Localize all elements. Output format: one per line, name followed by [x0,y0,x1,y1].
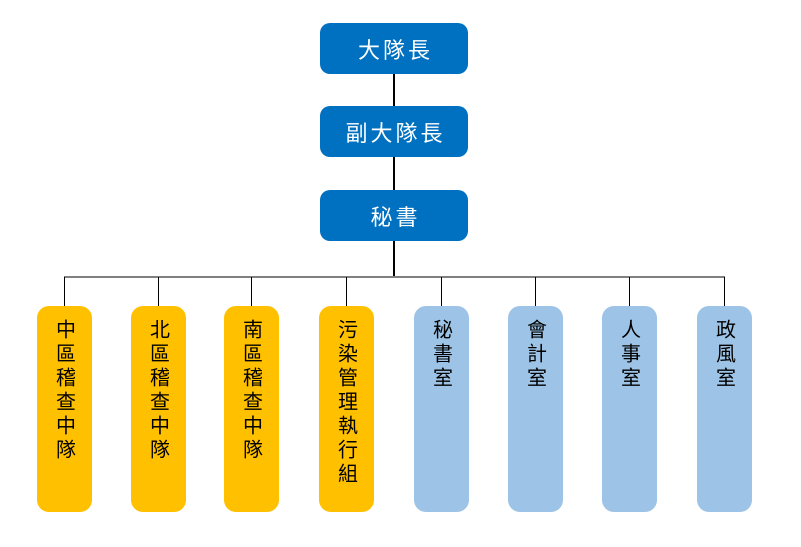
org-node-secretary: 秘書 [320,190,468,241]
org-node-pollution-management-execution-group: 污染管理執行組 [319,306,374,512]
org-node-accounting-office-label: 會計室 [523,319,548,391]
connector-captain-deputy-line [393,74,395,106]
org-node-central-inspection-squad-label: 中區稽查中隊 [52,319,77,463]
org-node-central-inspection-squad: 中區稽查中隊 [37,306,92,512]
org-node-north-inspection-squad-label: 北區稽查中隊 [146,319,171,463]
org-node-deputy-captain-label: 副大隊長 [345,121,446,147]
org-node-secretariat-office-label: 秘書室 [429,319,454,391]
connector-stub-line [157,277,160,307]
org-node-pollution-management-execution-group-label: 污染管理執行組 [334,319,359,487]
org-node-south-inspection-squad: 南區稽查中隊 [224,306,279,512]
org-node-accounting-office: 會計室 [508,306,563,512]
connector-stub-line [250,277,253,307]
connector-stub-line [345,277,348,307]
org-node-secretariat-office: 秘書室 [414,306,469,512]
connector-stub-line [534,277,537,307]
org-node-north-inspection-squad: 北區稽查中隊 [131,306,186,512]
org-node-secretary-label: 秘書 [370,205,421,231]
org-node-personnel-office-label: 人事室 [617,319,642,391]
connector-secretary-rail-line [393,241,395,277]
connector-stub-line [628,277,631,307]
org-node-ethics-office: 政風室 [697,306,752,512]
org-node-captain: 大隊長 [320,23,468,74]
connector-stub-line [63,277,66,307]
org-node-personnel-office: 人事室 [602,306,657,512]
connector-horizontal-rail [64,276,725,278]
connector-stub-line [723,277,726,307]
org-node-south-inspection-squad-label: 南區稽查中隊 [239,319,264,463]
org-node-captain-label: 大隊長 [357,38,433,64]
org-node-ethics-office-label: 政風室 [712,319,737,391]
org-node-deputy-captain: 副大隊長 [320,106,468,157]
connector-stub-line [440,277,443,307]
connector-deputy-secretary-line [393,157,395,190]
